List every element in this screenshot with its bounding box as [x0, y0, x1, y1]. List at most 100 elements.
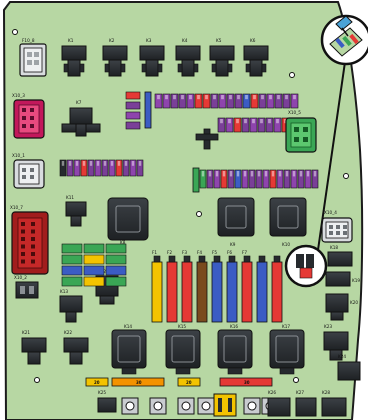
mini-fuse: [242, 93, 251, 109]
bottom-fuse-value: 30: [136, 380, 142, 385]
relay-k3: [139, 45, 165, 77]
connector-x10-7-pins: [21, 222, 35, 264]
fuse-blue-vertical: [144, 91, 152, 129]
relay-k21: [21, 337, 47, 365]
mini-fuse-highlight: [96, 161, 100, 166]
mini-fuse: [266, 93, 275, 109]
mini-fuse: [220, 169, 228, 189]
label-x10-2: X10_2: [14, 275, 27, 280]
mounting-hole: [196, 211, 202, 217]
mini-fuse-highlight: [292, 171, 296, 177]
mini-fuse: [276, 169, 284, 189]
mini-fuse: [202, 93, 211, 109]
mini-fuse-highlight: [229, 95, 232, 100]
mini-fuse-highlight: [229, 171, 233, 177]
bottom-fuse-value: 20: [94, 380, 100, 385]
mini-fuse-highlight: [257, 171, 261, 177]
label-k28: K28: [322, 390, 330, 395]
relay-k11: [65, 201, 87, 227]
connector-pin: [21, 252, 25, 256]
mini-fuse: [73, 159, 81, 177]
mini-fuse: [255, 169, 263, 189]
label-k9: K9: [230, 242, 236, 247]
bottom-fuse-value: 20: [186, 380, 192, 385]
connector-pin: [31, 229, 35, 234]
block-fuse-grid: [61, 243, 127, 287]
relay-k23: [323, 331, 349, 361]
mini-fuse-highlight: [165, 95, 168, 100]
mini-fuse-highlight: [271, 171, 275, 177]
relay-k27: [295, 397, 317, 417]
screw-terminal: [149, 397, 167, 415]
mini-fuse: [304, 169, 312, 189]
mini-fuse: [129, 159, 137, 177]
relay-k2: [102, 45, 128, 77]
mini-fuse: [136, 159, 144, 177]
label-k2: K2: [109, 38, 115, 43]
maxi-fuse: [181, 261, 193, 323]
label-x10-7: X10_7: [10, 205, 23, 210]
label-k10: K10: [282, 242, 290, 247]
mini-fuse: [290, 93, 299, 109]
maxi-fuse-cap: [168, 255, 176, 263]
label-k27: K27: [296, 390, 304, 395]
label-fuse-f6: F6: [227, 250, 232, 255]
connector-pin: [21, 229, 25, 234]
mini-fuse: [248, 169, 256, 189]
mini-fuse: [162, 93, 171, 109]
mini-fuse: [234, 93, 243, 109]
connector-x10-7: [11, 211, 49, 275]
label-k19: K19: [352, 278, 360, 283]
label-k26: K26: [268, 390, 276, 395]
mini-fuse: [178, 93, 187, 109]
mini-fuse: [206, 169, 214, 189]
relay-k1: [61, 45, 87, 77]
mini-fuse-highlight: [313, 171, 317, 177]
label-fuse-f2: F2: [167, 250, 172, 255]
label-k7: K7: [76, 100, 82, 105]
relay-k22: [63, 337, 89, 365]
relay-k20: [325, 293, 349, 321]
maxi-fuse: [226, 261, 238, 323]
fuse-green-vertical: [192, 167, 200, 193]
mini-fuse-highlight: [261, 95, 264, 100]
connector-pin: [31, 237, 35, 241]
cartridge-fuse: [83, 254, 105, 265]
screw-terminal: [243, 397, 261, 415]
relay-k6: [243, 45, 269, 77]
mini-fuse-highlight: [252, 119, 255, 124]
fuse-clip: [195, 133, 219, 141]
mini-fuse-highlight: [197, 95, 200, 100]
mini-fuse: [227, 169, 235, 189]
relay-k10: [269, 197, 307, 237]
mini-fuse-highlight: [221, 95, 224, 100]
mini-fuse: [186, 93, 195, 109]
maxi-fuse: [241, 261, 253, 323]
relay-k16: [217, 329, 253, 375]
relay-k8: [107, 197, 149, 241]
mini-fuse-highlight: [276, 119, 279, 124]
mini-fuse: [210, 93, 219, 109]
maxi-fuse: [256, 261, 268, 323]
connector-pin: [21, 259, 25, 264]
mini-fuse-highlight: [236, 119, 239, 124]
label-k21: K21: [22, 330, 30, 335]
relay-k13: [59, 295, 83, 323]
label-fuse-f7: F7: [242, 250, 247, 255]
maxi-fuse-cap: [243, 255, 251, 263]
connector-pin: [31, 222, 35, 226]
mini-fuse-highlight: [277, 95, 280, 100]
label-x10-1: X10_1: [12, 153, 25, 158]
connector-pin: [21, 244, 25, 249]
mini-fuse: [241, 117, 250, 133]
mini-fuse: [154, 93, 163, 109]
connector-x10-2: [15, 281, 39, 299]
cartridge-fuse: [105, 254, 127, 265]
mini-fuse-highlight: [208, 171, 212, 177]
mini-fuse-highlight: [157, 95, 160, 100]
mini-fuse: [297, 169, 305, 189]
screw-terminal: [177, 397, 195, 415]
maxi-fuse-cap: [213, 255, 221, 263]
mini-fuse: [273, 117, 282, 133]
